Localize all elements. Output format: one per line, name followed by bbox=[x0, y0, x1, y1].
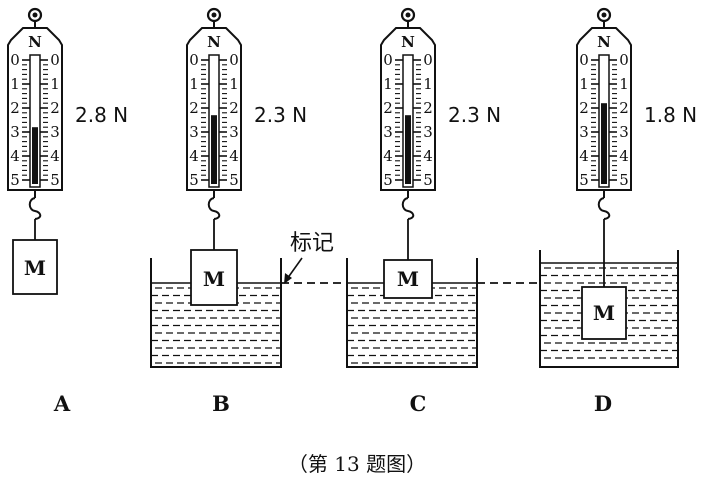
tick-right-1: 1 bbox=[50, 75, 60, 93]
tick-right-0: 0 bbox=[229, 51, 239, 69]
spring-scale-b: N 0 1 2 3 4 5 0 1 2 3 4 5 2.3 N bbox=[186, 7, 307, 250]
arrowhead-icon bbox=[284, 273, 292, 284]
block-a: M bbox=[12, 239, 58, 295]
tick-left-4: 4 bbox=[10, 147, 20, 165]
tick-right-4: 4 bbox=[50, 147, 60, 165]
reading-c: 2.3 N bbox=[448, 103, 501, 127]
reading-d: 1.8 N bbox=[644, 103, 697, 127]
tick-right-0: 0 bbox=[423, 51, 433, 69]
spring-indicator bbox=[601, 103, 607, 184]
spring-indicator bbox=[32, 127, 38, 184]
scale-brand: N bbox=[401, 33, 415, 51]
tick-left-5: 5 bbox=[10, 171, 20, 189]
reading-b: 2.3 N bbox=[254, 103, 307, 127]
mark-arrow bbox=[286, 257, 303, 280]
tick-right-3: 3 bbox=[423, 123, 433, 141]
tick-right-4: 4 bbox=[229, 147, 239, 165]
mark-label: 标记 bbox=[290, 231, 334, 256]
tick-left-2: 2 bbox=[10, 99, 20, 117]
scale-brand: N bbox=[597, 33, 611, 51]
spring-scale-c: N 0 1 2 3 4 5 0 1 2 3 4 5 2.3 N bbox=[380, 7, 501, 260]
block-c: M bbox=[397, 267, 419, 291]
tick-left-5: 5 bbox=[383, 171, 393, 189]
tick-left-3: 3 bbox=[189, 123, 199, 141]
tick-right-1: 1 bbox=[229, 75, 239, 93]
spring-indicator bbox=[405, 115, 411, 184]
tick-right-0: 0 bbox=[50, 51, 60, 69]
tick-left-4: 4 bbox=[579, 147, 589, 165]
tick-left-0: 0 bbox=[579, 51, 589, 69]
tick-left-2: 2 bbox=[383, 99, 393, 117]
tick-left-0: 0 bbox=[10, 51, 20, 69]
tick-left-5: 5 bbox=[189, 171, 199, 189]
figure-caption: （第 13 题图） bbox=[288, 452, 426, 476]
scale-brand: N bbox=[207, 33, 221, 51]
tick-right-2: 2 bbox=[619, 99, 629, 117]
tick-left-2: 2 bbox=[579, 99, 589, 117]
tick-left-0: 0 bbox=[189, 51, 199, 69]
scale-brand: N bbox=[28, 33, 42, 51]
tick-left-5: 5 bbox=[579, 171, 589, 189]
beaker-b: M bbox=[150, 249, 282, 368]
svg-text:M: M bbox=[24, 256, 46, 280]
mark-annotation: 标记 bbox=[284, 231, 334, 284]
tick-right-4: 4 bbox=[423, 147, 433, 165]
spring-scale-d: N 0 1 2 3 4 5 0 1 2 3 4 5 1.8 N bbox=[576, 7, 697, 287]
label-c: C bbox=[410, 391, 427, 416]
water-b bbox=[151, 287, 281, 364]
reading-a: 2.8 N bbox=[75, 103, 128, 127]
spring-indicator bbox=[211, 115, 217, 184]
tick-left-1: 1 bbox=[383, 75, 393, 93]
tick-right-1: 1 bbox=[423, 75, 433, 93]
tick-left-1: 1 bbox=[189, 75, 199, 93]
tick-right-3: 3 bbox=[229, 123, 239, 141]
water-c bbox=[347, 287, 477, 364]
label-d: D bbox=[594, 391, 612, 416]
tick-left-1: 1 bbox=[579, 75, 589, 93]
tick-right-3: 3 bbox=[619, 123, 629, 141]
tick-right-5: 5 bbox=[229, 171, 239, 189]
tick-left-4: 4 bbox=[189, 147, 199, 165]
tick-left-4: 4 bbox=[383, 147, 393, 165]
label-a: A bbox=[53, 391, 71, 416]
tick-left-1: 1 bbox=[10, 75, 20, 93]
block-d: M bbox=[593, 301, 615, 325]
tick-right-5: 5 bbox=[423, 171, 433, 189]
tick-right-2: 2 bbox=[229, 99, 239, 117]
tick-right-4: 4 bbox=[619, 147, 629, 165]
tick-left-2: 2 bbox=[189, 99, 199, 117]
tick-left-3: 3 bbox=[579, 123, 589, 141]
tick-right-5: 5 bbox=[50, 171, 60, 189]
tick-right-1: 1 bbox=[619, 75, 629, 93]
tick-right-5: 5 bbox=[619, 171, 629, 189]
beaker-c: M bbox=[346, 258, 478, 368]
tick-right-2: 2 bbox=[423, 99, 433, 117]
tick-right-2: 2 bbox=[50, 99, 60, 117]
label-b: B bbox=[212, 391, 230, 416]
beaker-d: M bbox=[539, 250, 679, 368]
block-b: M bbox=[203, 267, 225, 291]
tick-right-0: 0 bbox=[619, 51, 629, 69]
tick-left-0: 0 bbox=[383, 51, 393, 69]
tick-left-3: 3 bbox=[383, 123, 393, 141]
tick-right-3: 3 bbox=[50, 123, 60, 141]
spring-scale-a: N 0 1 2 3 4 5 0 1 2 3 4 5 2.8 N bbox=[7, 7, 128, 240]
tick-left-3: 3 bbox=[10, 123, 20, 141]
